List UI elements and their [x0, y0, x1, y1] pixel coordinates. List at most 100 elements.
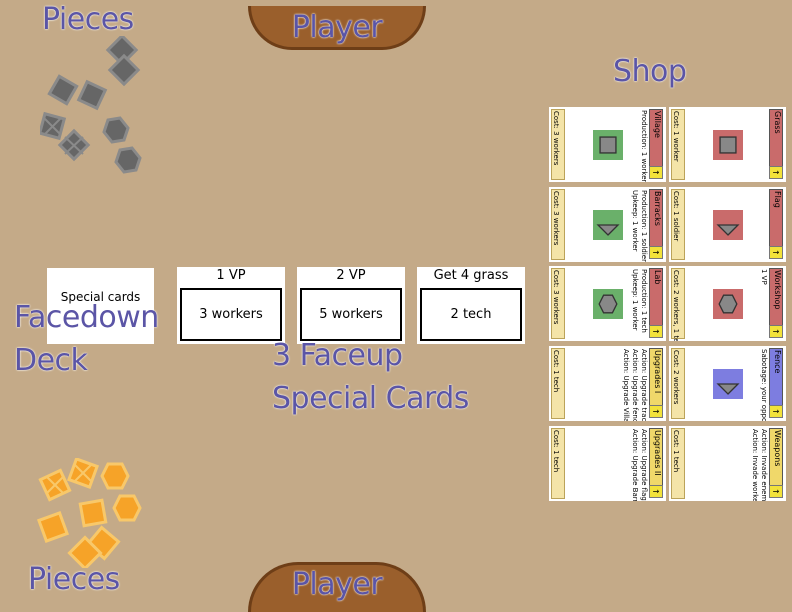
shop-card-upgrades-i[interactable]: Cost: 1 tech Upgrades I Action: Upgrade tr… — [549, 346, 666, 421]
card-cost: Cost: 1 tech — [672, 430, 680, 473]
card-note: Action: Upgrade fence — [631, 349, 639, 421]
shop-card-barracks[interactable]: Cost: 3 workers Barracks Production: 1 sol… — [549, 187, 666, 262]
faceup-label-line1: 3 Faceup — [272, 338, 403, 373]
card-cost: Cost: 1 worker — [672, 111, 680, 162]
faceup-label-line2: Special Cards — [272, 381, 469, 416]
triangle-icon — [713, 210, 743, 240]
card-name: Village — [653, 111, 662, 138]
player-bottom-area[interactable]: Player — [248, 562, 426, 612]
shop-card-grass[interactable]: Cost: 1 worker Grass → — [669, 107, 786, 182]
card-note: Action: Upgrade Barracks — [631, 429, 639, 501]
triangle-icon — [713, 369, 743, 399]
card-note: Production: 1 tech — [640, 269, 648, 333]
card-note: Upkeep: 1 worker — [631, 190, 639, 252]
orange-square-piece — [36, 510, 70, 544]
shop-card-workshop[interactable]: Cost: 2 workers, 1 tech Workshop 1 VP → — [669, 266, 786, 341]
faceup-card-header: 2 VP — [336, 268, 366, 283]
faceup-card-header: Get 4 grass — [433, 268, 509, 283]
grey-hexagon-piece — [102, 116, 130, 144]
card-name: Fence — [773, 350, 782, 374]
cost-strip — [551, 348, 565, 419]
arrow-icon[interactable]: → — [769, 325, 783, 338]
arrow-icon[interactable]: → — [649, 485, 663, 498]
card-name: Grass — [773, 111, 782, 134]
player-bottom-label: Player — [291, 567, 383, 602]
card-note: Sabotage: your opponent must remove your… — [760, 349, 768, 421]
pieces-top-label: Pieces — [42, 2, 134, 37]
hexagon-icon — [593, 289, 623, 319]
faceup-card-body: 3 workers — [180, 288, 282, 341]
arrow-icon[interactable]: → — [649, 405, 663, 418]
orange-hexagon-piece — [100, 462, 130, 490]
card-note: 1 VP — [760, 269, 768, 285]
deck-label: Deck — [14, 343, 88, 378]
card-name: Upgrades I — [653, 350, 662, 394]
grey-square-piece — [76, 79, 108, 111]
shop-card-fence[interactable]: Cost: 2 workers Fence Sabotage: your oppon… — [669, 346, 786, 421]
square-icon — [593, 130, 623, 160]
triangle-icon — [593, 210, 623, 240]
grey-square-piece — [47, 74, 79, 106]
orange-square-piece — [67, 535, 103, 568]
player-top-label: Player — [291, 10, 383, 45]
grey-square-piece — [105, 36, 139, 67]
arrow-icon[interactable]: → — [649, 325, 663, 338]
cost-strip — [551, 268, 565, 339]
faceup-card-2[interactable]: 2 VP 5 workers — [297, 267, 405, 344]
card-cost: Cost: 2 workers, 1 tech — [672, 270, 680, 341]
shop-card-weapons[interactable]: Cost: 1 tech Weapons Action: Invade enemie… — [669, 426, 786, 501]
card-name: Barracks — [653, 191, 662, 226]
card-cost: Cost: 2 workers — [672, 350, 680, 405]
cost-strip — [671, 268, 685, 339]
pieces-bottom-label: Pieces — [28, 562, 120, 597]
card-note: Production: 1 soldier — [640, 190, 648, 262]
orange-hexagon-piece — [112, 494, 142, 522]
card-cost: Cost: 3 workers — [552, 191, 560, 246]
grey-square-piece — [107, 53, 141, 87]
facedown-deck-card[interactable]: Special cards — [47, 268, 154, 344]
hexagon-icon — [713, 289, 743, 319]
arrow-icon[interactable]: → — [649, 246, 663, 259]
card-note: Action: Upgrade tractor — [640, 349, 648, 421]
shop-card-village[interactable]: Cost: 3 workers Village Production: 1 work… — [549, 107, 666, 182]
arrow-icon[interactable]: → — [649, 166, 663, 179]
card-cost: Cost: 3 workers — [552, 111, 560, 166]
arrow-icon[interactable]: → — [769, 246, 783, 259]
faceup-card-3[interactable]: Get 4 grass 2 tech — [417, 267, 525, 344]
card-name: Weapons — [773, 430, 782, 467]
arrow-icon[interactable]: → — [769, 405, 783, 418]
square-icon — [713, 130, 743, 160]
player-top-area[interactable]: Player — [248, 6, 426, 50]
cost-strip — [551, 428, 565, 499]
orange-square-piece — [78, 498, 108, 528]
card-note: Production: 1 worker — [640, 110, 648, 182]
cost-strip — [551, 109, 565, 180]
arrow-icon[interactable]: → — [769, 166, 783, 179]
card-name: Workshop — [773, 270, 782, 310]
cost-strip — [551, 189, 565, 260]
cost-strip — [671, 189, 685, 260]
card-cost: Cost: 1 tech — [552, 350, 560, 393]
cost-strip — [671, 428, 685, 499]
card-note: Action: Invade enemies — [760, 429, 768, 501]
cost-strip — [671, 109, 685, 180]
card-note: Action: Upgrade flag weapons — [640, 429, 648, 501]
shop-label: Shop — [613, 54, 687, 89]
card-note: Upkeep: 1 worker — [631, 269, 639, 331]
special-cards-label: Special cards — [60, 290, 141, 304]
faceup-card-header: 1 VP — [216, 268, 246, 283]
arrow-icon[interactable]: → — [769, 485, 783, 498]
orange-pieces-group — [36, 458, 142, 568]
card-name: Lab — [653, 270, 662, 285]
card-cost: Cost: 1 tech — [552, 430, 560, 473]
grey-pieces-group — [40, 36, 142, 174]
faceup-card-body: 2 tech — [420, 288, 522, 341]
faceup-card-1[interactable]: 1 VP 3 workers — [177, 267, 285, 344]
facedown-label: Facedown — [14, 300, 159, 335]
card-cost: Cost: 3 workers — [552, 270, 560, 325]
card-note: Action: Invade worker — [751, 429, 759, 501]
faceup-card-body: 5 workers — [300, 288, 402, 341]
